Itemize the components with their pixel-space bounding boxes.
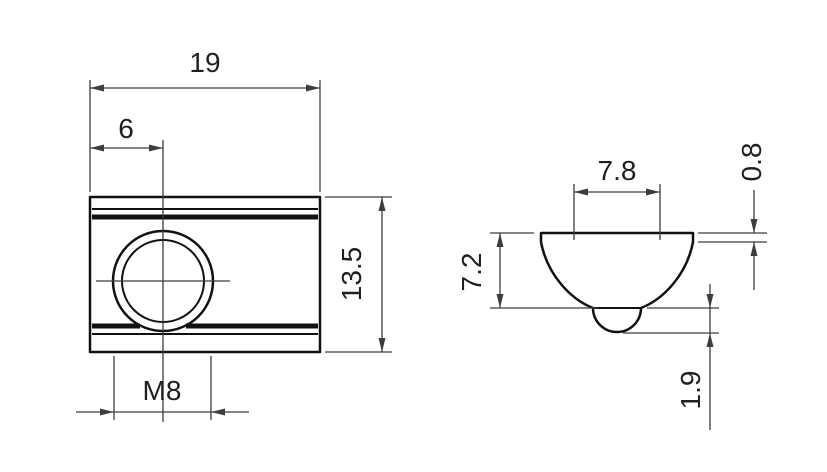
dim-tongue-width-label: 7.8 <box>598 155 637 186</box>
arrowhead <box>211 408 225 416</box>
arrowhead <box>90 84 104 92</box>
dim-ball-protrusion-label: 1.9 <box>675 371 706 410</box>
dim-height-label: 7.2 <box>456 253 487 292</box>
arrowhead <box>750 242 758 256</box>
dim-hole-offset-label: 6 <box>118 113 134 144</box>
dim-length-label: 19 <box>189 47 220 78</box>
arrowhead <box>646 188 660 196</box>
arrowhead <box>378 197 386 211</box>
arrowhead <box>750 219 758 233</box>
arrowhead <box>149 144 163 152</box>
dim-flange-thickness-label: 0.8 <box>736 143 767 182</box>
profile-view: 7.8 0.8 7.2 1.9 <box>456 143 767 430</box>
arrowhead <box>378 338 386 352</box>
arrowhead <box>90 144 104 152</box>
top-view: 19 6 13.5 M8 <box>76 47 392 422</box>
arrowhead <box>100 408 114 416</box>
nut-profile-outline <box>539 231 695 334</box>
arrowhead <box>706 333 714 347</box>
arrowhead <box>706 294 714 308</box>
arrowhead <box>496 294 504 308</box>
nut-body-outline <box>88 195 322 354</box>
arrowhead <box>496 233 504 247</box>
arrowhead <box>574 188 588 196</box>
thread-label: M8 <box>143 375 182 406</box>
arrowhead <box>306 84 320 92</box>
dim-width-label: 13.5 <box>336 247 367 302</box>
